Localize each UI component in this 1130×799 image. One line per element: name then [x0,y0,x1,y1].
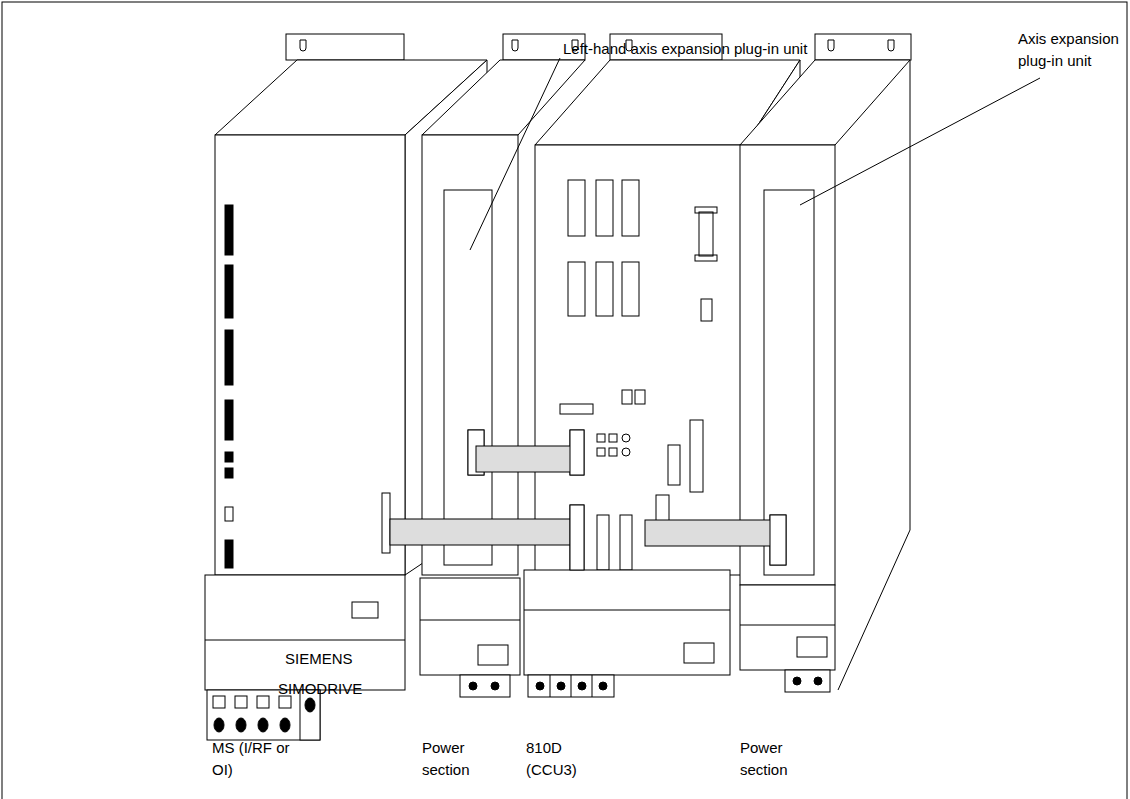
part-label: Left-hand axis expansion plug-in unit [563,38,883,60]
power-section-module [740,34,911,692]
part-label: Axis expansion plug-in unit [1018,28,1126,72]
leader-line [800,78,1040,205]
brand-label: SIEMENS [285,648,385,670]
module-caption: 810D (CCU3) [526,737,588,781]
module-caption: Power section [422,737,500,781]
module-caption: MS (I/RF or OI) [212,737,312,781]
module-caption: Power section [740,737,818,781]
product-label: SIMODRIVE [278,678,388,700]
leader-line [470,58,560,250]
ribbon-cable [382,430,786,570]
